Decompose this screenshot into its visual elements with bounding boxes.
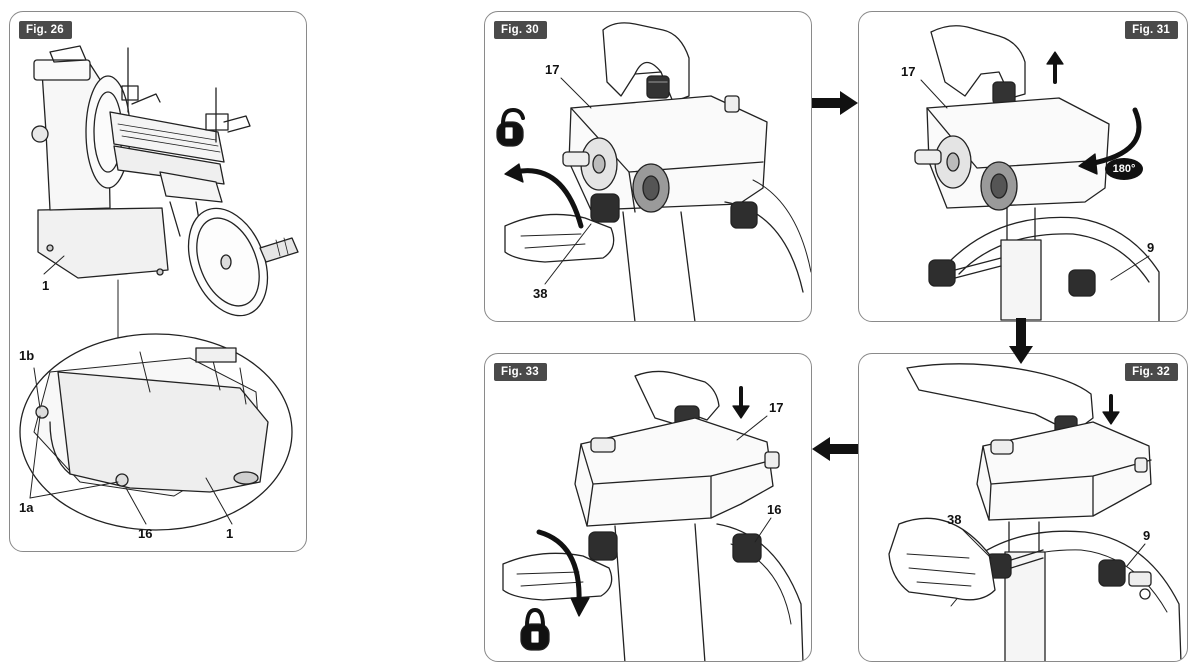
figure-30-label: Fig. 30 (494, 21, 547, 39)
sharpener-rotate-illustration (914, 25, 1160, 321)
callout-1-top: 1 (42, 278, 50, 293)
sharpener-unlock-illustration (496, 22, 811, 321)
figure-26-label: Fig. 26 (19, 21, 72, 39)
figure-33-panel: Fig. 33 17 16 (484, 353, 812, 662)
callout-1-bottom: 1 (226, 526, 234, 541)
thick-arrow-icon (812, 437, 858, 461)
callout-16: 16 (767, 502, 782, 517)
rotation-180-badge: 180° (1105, 158, 1143, 180)
thick-arrow-icon (1009, 318, 1033, 364)
sharpener-lock-illustration (502, 370, 804, 661)
sharpener-tighten-illustration (888, 363, 1182, 661)
callout-17: 17 (545, 62, 560, 77)
thick-arrow-icon (812, 91, 858, 115)
figure-32-panel: Fig. 32 38 9 (858, 353, 1188, 662)
figure-31-label: Fig. 31 (1125, 21, 1178, 39)
callout-9: 9 (1147, 240, 1155, 255)
figure-26-panel: Fig. 26 (9, 11, 307, 552)
figure-31-panel: Fig. 31 180° 17 9 (858, 11, 1188, 322)
callout-38: 38 (533, 286, 548, 301)
figure-32-label: Fig. 32 (1125, 363, 1178, 381)
callout-9: 9 (1143, 528, 1151, 543)
callout-16: 16 (138, 526, 153, 541)
callout-17: 17 (901, 64, 916, 79)
callout-38: 38 (947, 512, 962, 527)
callout-17: 17 (769, 400, 784, 415)
slicer-base-illustration (19, 45, 299, 531)
callout-1b: 1b (19, 348, 35, 363)
callout-1a: 1a (19, 500, 34, 515)
figure-33-label: Fig. 33 (494, 363, 547, 381)
figure-30-panel: Fig. 30 (484, 11, 812, 322)
